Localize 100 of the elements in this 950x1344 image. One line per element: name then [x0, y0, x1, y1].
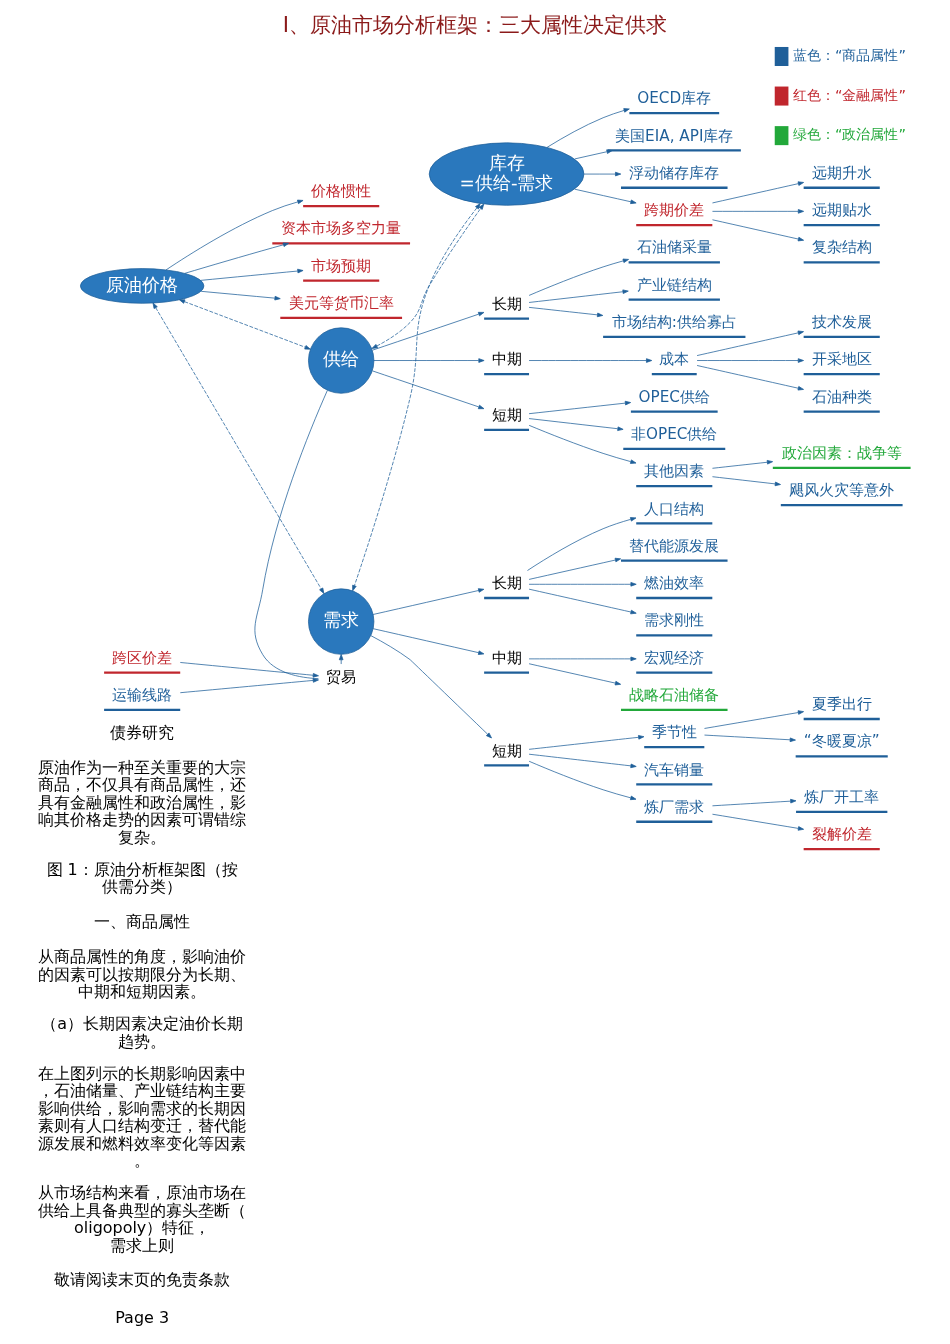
arrow — [371, 203, 485, 349]
legend-label: 绿色：“政治属性” — [793, 126, 906, 143]
arrow — [528, 753, 637, 769]
arrow — [583, 171, 622, 177]
node-text: 炼厂需求 — [644, 797, 705, 816]
arrow — [574, 188, 637, 204]
node-text: 短期 — [491, 405, 522, 424]
node-circle: 供给 — [308, 327, 375, 394]
node-text: 成本 — [659, 350, 690, 369]
arrow — [200, 268, 304, 281]
arrow — [179, 299, 311, 350]
node-text: 政治因素：战争等 — [781, 443, 902, 462]
label: 敬请阅读末页的免责条款 — [54, 1270, 231, 1290]
arrow — [712, 813, 804, 831]
label: 在上图列示的长期影响因素中，石油储量、产业链结构主要影响供给，影响需求的长期因素则有人口结构变迁，替代能源发展和燃料效率变化等因素。 — [38, 1063, 247, 1171]
label: 图 1：原油分析框架图（按供需分类） — [46, 859, 238, 897]
arrow — [712, 181, 804, 204]
node-text: 中期 — [491, 648, 522, 667]
arrow — [696, 330, 804, 356]
node-text: 贸易 — [326, 667, 357, 686]
node-text: 石油储采量 — [636, 238, 712, 257]
arrow — [528, 557, 622, 580]
connector — [254, 390, 328, 680]
arrow — [528, 358, 653, 363]
node-text: 远期升水 — [811, 163, 872, 182]
arrow — [712, 219, 804, 242]
node-text: 燃油效率 — [644, 574, 705, 593]
label: 一、商品属性 — [94, 912, 191, 931]
node-text: 汽车销量 — [644, 760, 705, 779]
arrow — [528, 656, 637, 662]
node-text: 宏观经济 — [644, 648, 705, 667]
arrow — [528, 588, 637, 615]
arrow — [712, 209, 804, 214]
node-text: 市场结构:供给寡占 — [611, 313, 737, 332]
node-text: 价格惯性 — [311, 182, 372, 201]
arrow — [528, 307, 604, 318]
node-text: 市场预期 — [311, 256, 372, 275]
arrow — [338, 654, 344, 665]
node-text: 浮动储存库存 — [629, 163, 720, 182]
node-text: 石油种类 — [811, 387, 872, 406]
node-text: OPEC供给 — [638, 387, 710, 406]
arrow — [372, 588, 485, 615]
legend-label: 蓝色：“商品属性” — [793, 47, 906, 64]
node-text: 跨期价差 — [644, 201, 705, 220]
node-text: 产业链结构 — [636, 275, 712, 294]
arrow — [152, 302, 325, 594]
arrow — [574, 149, 613, 160]
node-text: 跨区价差 — [112, 648, 173, 667]
node-text: 战略石油储备 — [629, 685, 720, 704]
node-text: 季节性 — [651, 723, 697, 742]
node-text: 技术发展 — [811, 313, 872, 332]
arrow — [200, 290, 281, 301]
arrow — [528, 258, 629, 296]
arrow — [179, 678, 319, 694]
arrow — [528, 425, 637, 464]
arrow — [528, 663, 622, 686]
arrow — [546, 108, 630, 148]
node-text: 夏季出行 — [811, 695, 872, 714]
arrow — [712, 460, 773, 469]
arrow — [696, 358, 804, 363]
legend-label: 红色：“金融属性” — [793, 86, 906, 103]
arrow — [528, 400, 631, 415]
arrow — [370, 635, 492, 739]
node-text: 开采地区 — [811, 350, 872, 369]
arrow — [184, 242, 290, 274]
node-text: 裂解价差 — [811, 825, 872, 844]
node-text: 需求刚性 — [644, 611, 705, 630]
arrow — [528, 289, 629, 303]
label: 原油作为一种至关重要的大宗商品，不仅具有商品属性，还具有金融属性和政治属性，影响其价格走势的因素可谓错综复杂。 — [38, 757, 247, 847]
label: 从市场结构来看，原油市场在供给上具备典型的寡头垄断（oligopoly）特征，需求上则 — [38, 1183, 247, 1255]
label: 从商品属性的角度，影响油价的因素可以按期限分为长期、中期和短期因素。 — [38, 947, 247, 1002]
node-text: 远期贴水 — [811, 201, 872, 220]
arrow — [528, 735, 645, 750]
arrow — [373, 358, 485, 363]
arrow — [528, 582, 637, 587]
node-ellipse: 库存 =供给-需求 — [428, 142, 585, 206]
arrow — [528, 418, 624, 431]
arrow — [372, 370, 485, 410]
node-text: 替代能源发展 — [629, 536, 720, 555]
arrow — [528, 760, 637, 801]
label: （a）长期因素决定油价长期趋势。 — [41, 1014, 244, 1051]
node-text: 复杂结构 — [811, 238, 872, 257]
node-text: 运输线路 — [112, 685, 173, 704]
arrow — [712, 798, 797, 807]
node-text: OECD库存 — [637, 89, 712, 108]
arrow — [352, 203, 481, 592]
node-text: 非OPEC供给 — [631, 424, 718, 443]
arrow — [704, 734, 796, 743]
node-text: 中期 — [491, 350, 522, 369]
node-text: 美元等货币汇率 — [288, 294, 394, 313]
node-text: 长期 — [491, 294, 522, 313]
arrow — [712, 476, 781, 487]
label: Page 3 — [115, 1307, 170, 1327]
node-text: 其他因素 — [644, 462, 705, 481]
arrow — [165, 199, 304, 271]
arrow — [527, 517, 637, 571]
arrow — [704, 710, 804, 729]
node-text: 飓风火灾等意外 — [789, 481, 895, 500]
node-text: “冬暖夏凉” — [803, 732, 880, 751]
node-text: 美国EIA, API库存 — [615, 126, 734, 145]
